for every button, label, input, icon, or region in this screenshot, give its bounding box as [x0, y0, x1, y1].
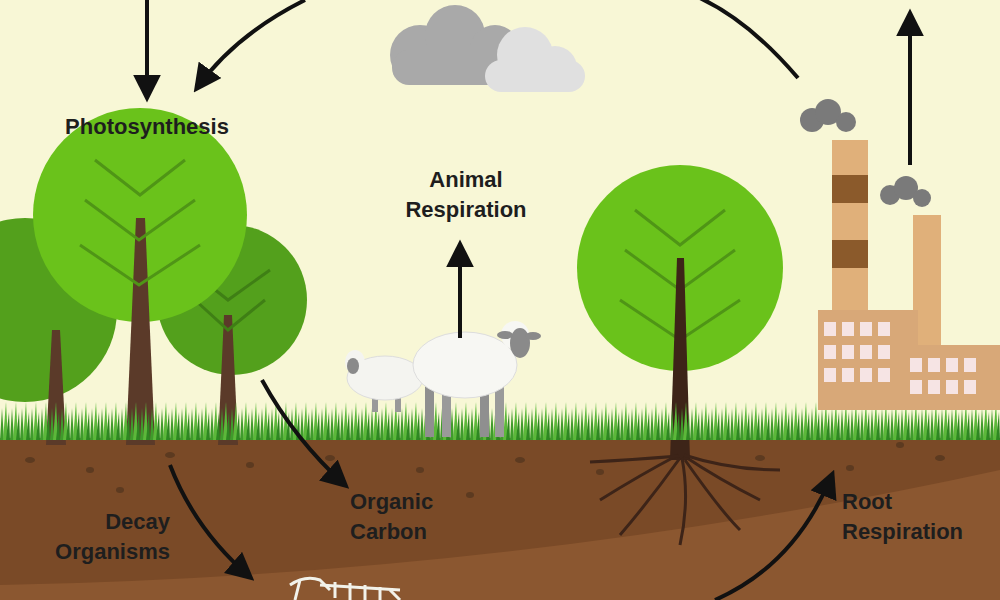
fossil-skeleton: [290, 578, 400, 600]
tree-group: [0, 108, 307, 445]
process-label: Organic Carbon: [350, 487, 470, 547]
cloud: [390, 5, 585, 92]
process-label: Animal Respiration: [386, 165, 546, 225]
deep-soil: [0, 470, 1000, 600]
process-label: Photosynthesis: [47, 112, 247, 142]
process-label: Decay Organisms: [40, 507, 170, 567]
process-label: Root Respiration: [842, 487, 992, 547]
flow-arrows: [147, 0, 910, 600]
sheep: [345, 321, 541, 437]
soil: [0, 438, 1000, 600]
factory: [800, 99, 1000, 410]
pebbles: [25, 442, 945, 498]
tree-with-roots: [577, 165, 783, 545]
